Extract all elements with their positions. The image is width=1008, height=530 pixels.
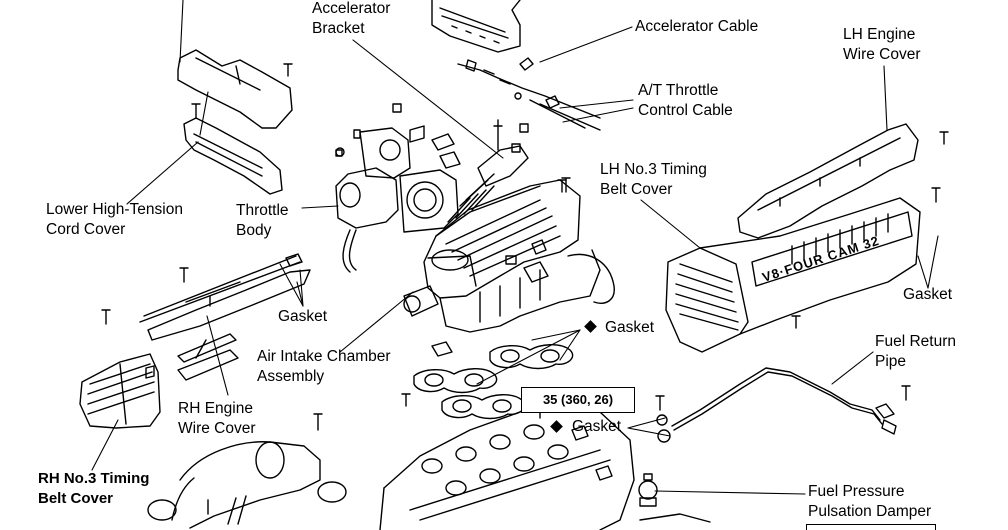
label-rh-no3-timing-belt-cover: RH No.3 Timing Belt Cover	[38, 469, 149, 509]
label-line: Fuel Pressure	[808, 483, 905, 500]
label-gasket-right: Gasket	[903, 286, 953, 303]
label-line: Lower High-Tension	[46, 201, 183, 218]
label-line: Body	[236, 222, 272, 239]
label-line: Fuel Return	[875, 333, 956, 350]
top-engine-cover	[431, 0, 521, 53]
label-line: Accelerator	[312, 0, 391, 17]
lh-no3-timing-belt-cover	[665, 187, 941, 353]
label-line: RH No.3 Timing	[38, 470, 150, 487]
label-rh-engine-wire-cover: RH Engine Wire Cover	[178, 399, 256, 439]
label-fuel-pressure-pulsation-damper: Fuel Pressure Pulsation Damper	[808, 482, 931, 522]
label-line: Control Cable	[638, 102, 733, 119]
air-intake-hose	[147, 413, 347, 529]
fuel-pressure-pulsation-damper	[638, 473, 711, 523]
label-line: A/T Throttle	[638, 82, 719, 99]
label-line: Throttle	[236, 202, 289, 219]
label-throttle-body: Throttle Body	[236, 201, 289, 241]
label-line: Air Intake Chamber	[257, 348, 391, 365]
rh-no3-timing-belt-cover	[79, 353, 161, 429]
label-line: Pulsation Damper	[808, 503, 932, 520]
lh-engine-wire-cover	[737, 123, 949, 239]
label-line: Belt Cover	[38, 490, 114, 507]
label-gasket-left: Gasket	[278, 308, 328, 325]
label-line: LH Engine	[843, 26, 916, 43]
label-gasket-center: Gasket	[605, 319, 655, 336]
throttle-body	[335, 125, 461, 273]
label-line: Wire Cover	[178, 420, 256, 437]
label-gasket-torque: Gasket	[572, 418, 622, 435]
cut-off-box	[806, 524, 936, 530]
rh-engine-wire-cover	[101, 253, 311, 381]
air-intake-chamber	[403, 173, 615, 333]
label-lower-high-tension-cord-cover: Lower High-Tension Cord Cover	[46, 200, 183, 240]
label-fuel-return-pipe: Fuel Return Pipe	[875, 332, 956, 372]
label-line: Cord Cover	[46, 221, 126, 238]
label-accelerator-bracket: Accelerator Bracket	[312, 0, 390, 39]
label-line: RH Engine	[178, 400, 253, 417]
label-line: LH No.3 Timing	[600, 161, 707, 178]
lower-high-tension-cord-cover	[177, 49, 293, 195]
label-lh-no3-timing-belt-cover: LH No.3 Timing Belt Cover	[600, 160, 707, 200]
torque-spec-box: 35 (360, 26)	[521, 387, 635, 413]
fuel-return-pipe	[655, 367, 911, 443]
label-line: Pipe	[875, 353, 907, 370]
label-line: Bracket	[312, 20, 365, 37]
accelerator-cable	[457, 57, 601, 133]
misc-bolts	[335, 103, 571, 193]
accelerator-bracket	[477, 119, 529, 187]
label-air-intake-chamber-assembly: Air Intake Chamber Assembly	[257, 347, 391, 387]
label-line: Belt Cover	[600, 181, 673, 198]
label-at-throttle-control-cable: A/T Throttle Control Cable	[638, 81, 733, 121]
label-lh-engine-wire-cover: LH Engine Wire Cover	[843, 25, 921, 65]
label-accelerator-cable: Accelerator Cable	[635, 18, 759, 35]
label-line: Wire Cover	[843, 46, 921, 63]
label-line: Assembly	[257, 368, 325, 385]
